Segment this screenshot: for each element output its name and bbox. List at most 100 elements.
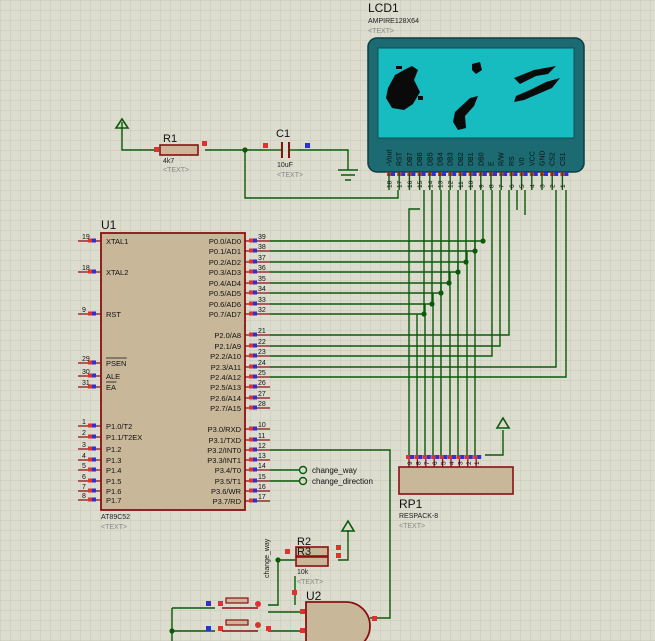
u1-pin-label: P0.5/AD5	[209, 289, 241, 298]
wire	[270, 190, 501, 347]
lcd-pin-number: 3	[540, 184, 547, 188]
pin-marker	[92, 457, 96, 462]
pin-marker	[92, 467, 96, 472]
pin-marker	[253, 280, 257, 285]
u1-pin-label: P2.0/A8	[214, 331, 241, 340]
u1-pin-number: 16	[258, 484, 266, 491]
rp1-pin: 5	[439, 455, 448, 467]
wire	[338, 530, 349, 561]
junction-dot	[446, 280, 452, 286]
lcd-module[interactable]: LCD1 AMPIRE128X64 <TEXT>	[367, 1, 585, 173]
pin-marker	[472, 172, 477, 176]
pin-marker	[406, 455, 410, 459]
pin-marker	[426, 455, 431, 459]
push-button-1[interactable]	[206, 597, 261, 609]
lcd-pin-label: DB1	[468, 152, 475, 166]
push-button-2[interactable]	[206, 619, 271, 632]
net-label-change-way[interactable]: change_way	[298, 465, 357, 475]
pin-marker	[253, 301, 257, 306]
u1-pin-number: 35	[258, 276, 266, 283]
junction-dot	[480, 238, 486, 244]
pin-marker	[92, 373, 96, 378]
lcd-pin: DB5 14	[427, 152, 436, 190]
capacitor-c1[interactable]: C1 10uF <TEXT>	[263, 128, 310, 179]
net-label-change-direction[interactable]: change_direction	[298, 476, 373, 486]
lcd-pin-label: DB5	[427, 152, 434, 166]
pin-marker	[477, 455, 482, 459]
resistor-r2[interactable]: R2	[285, 536, 341, 557]
ground-terminal[interactable]	[338, 169, 358, 181]
pin-marker	[253, 332, 257, 337]
logic-gate-u2[interactable]: U2	[300, 589, 377, 641]
pin-marker	[554, 172, 559, 176]
u1-pin-number: 32	[258, 307, 266, 314]
u1-pin-number: 36	[258, 265, 266, 272]
u1-pin-label: P1.5	[106, 477, 121, 486]
lcd-pin-label: CS2	[550, 152, 557, 166]
pin-marker	[523, 172, 528, 176]
u1-pin-label: P1.1/T2EX	[106, 433, 142, 442]
resistor-pack-rp1[interactable]: RP1 RESPACK-8 <TEXT>	[398, 466, 514, 530]
pin-marker	[92, 446, 96, 451]
u1-pin-number: 12	[258, 443, 266, 450]
pin-marker	[249, 248, 253, 253]
pin-marker	[253, 447, 257, 452]
lcd-pin-number: 8	[489, 184, 496, 188]
u1-pin-label: ALE	[106, 372, 120, 381]
rp1-ref: RP1	[399, 497, 423, 511]
lcd-pin-label: RST	[397, 151, 404, 166]
pin-marker	[253, 467, 257, 472]
lcd-pin-row: -Vout18RST17DB716DB615DB514DB413DB312DB2…	[387, 150, 569, 190]
pin-marker	[88, 311, 92, 316]
power-terminal-vcc-3[interactable]	[340, 519, 356, 532]
u1-pin-label: XTAL1	[106, 237, 128, 246]
lcd-pin-number: 18	[387, 180, 394, 188]
power-terminal-vcc-1[interactable]	[114, 117, 130, 130]
rp1-pin: 9	[406, 455, 414, 467]
u1-pin-number: 27	[258, 391, 266, 398]
power-terminal-vcc-2[interactable]	[495, 416, 511, 429]
pin-marker	[253, 364, 257, 369]
u1-pin-label: P1.6	[106, 487, 121, 496]
u1-part: AT89C52	[101, 514, 130, 521]
pin-marker	[249, 332, 253, 337]
rp1-pin: 1	[473, 455, 482, 467]
wire	[270, 190, 510, 336]
u1-pin-label: P2.7/A15	[210, 404, 241, 413]
pin-marker	[482, 172, 487, 176]
net-label-change-way-vertical: change_way	[264, 538, 271, 578]
pin-marker	[422, 455, 427, 459]
pin-marker	[410, 455, 414, 459]
resistor-r3[interactable]: R3 10k <TEXT>	[292, 546, 341, 595]
lcd-pin-number: 15	[417, 180, 424, 188]
lcd-pin-number: 9	[478, 184, 485, 188]
microcontroller-u1[interactable]: U1 AT89C52 <TEXT>	[100, 218, 246, 531]
lcd-pin-number: 13	[438, 180, 445, 188]
junction-dot	[472, 248, 478, 254]
u1-pin-label: P3.2/INT0	[207, 446, 241, 455]
r2-ref: R2	[297, 536, 311, 548]
junction-dot	[169, 628, 175, 634]
resistor-r1[interactable]: R1 4k7 <TEXT>	[154, 133, 207, 174]
pin-marker	[464, 455, 469, 459]
lcd-pin-number: 14	[427, 180, 434, 188]
pin-marker	[88, 238, 92, 243]
u1-pin-number: 31	[82, 380, 90, 387]
